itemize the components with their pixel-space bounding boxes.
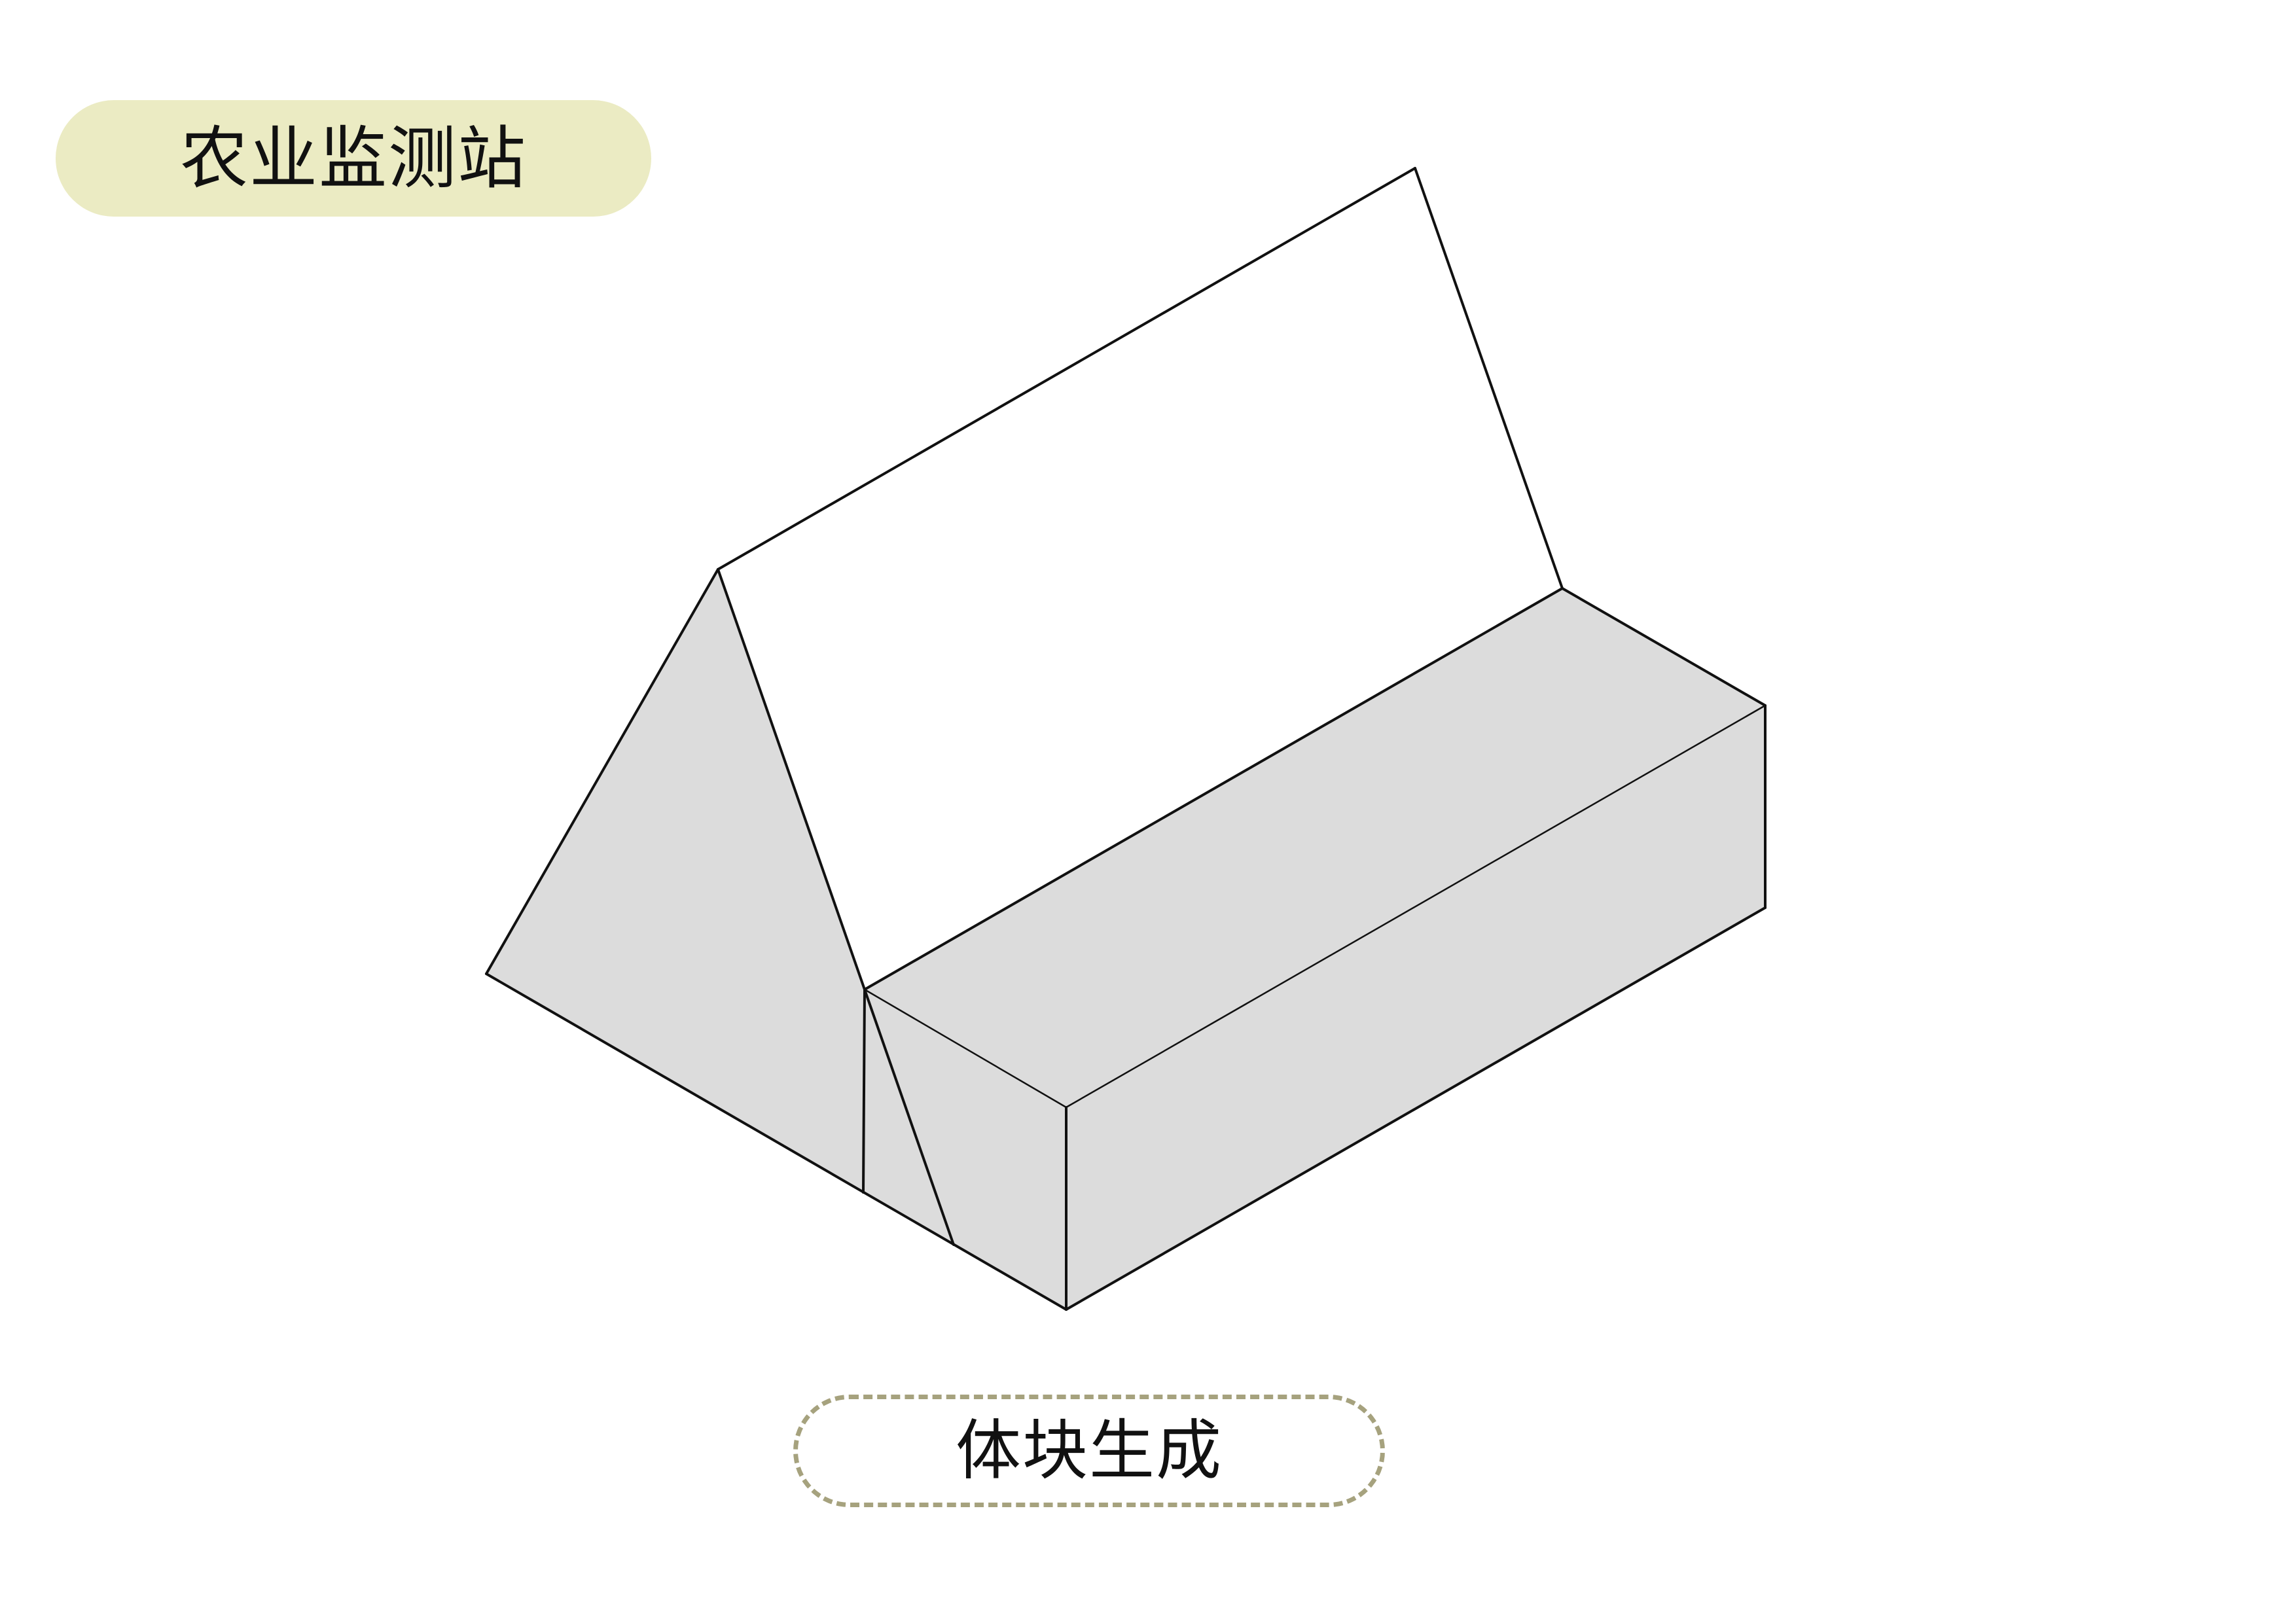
gable-base-edge xyxy=(485,972,1067,1311)
box-end-face xyxy=(865,990,1066,1310)
box-top-back-edge xyxy=(863,587,1564,991)
roof-far-edge xyxy=(1414,167,1564,590)
title-badge: 农业监测站 xyxy=(56,100,651,217)
caption-badge: 体块生成 xyxy=(793,1395,1385,1507)
box-side-face xyxy=(1066,705,1765,1310)
box-top-front-edge xyxy=(1065,704,1767,1109)
gable-end-face xyxy=(486,569,865,1192)
diagram-caption: 体块生成 xyxy=(956,1412,1223,1489)
gable-left-edge xyxy=(485,568,719,975)
massing-faces xyxy=(486,168,1765,1310)
massing-edges xyxy=(485,167,1767,1311)
box-top-face xyxy=(865,588,1765,1107)
box-top-right-edge xyxy=(1561,587,1767,707)
page-title: 农业监测站 xyxy=(179,118,527,198)
box-bottom-edge xyxy=(1065,906,1767,1311)
junction-vertical-edge xyxy=(862,988,866,1194)
gable-right-edge xyxy=(717,568,866,991)
sloped-roof-face xyxy=(718,168,1562,990)
ridge-edge xyxy=(717,167,1416,571)
junction-diagonal-edge xyxy=(863,988,955,1246)
box-top-left-edge xyxy=(863,988,1067,1109)
